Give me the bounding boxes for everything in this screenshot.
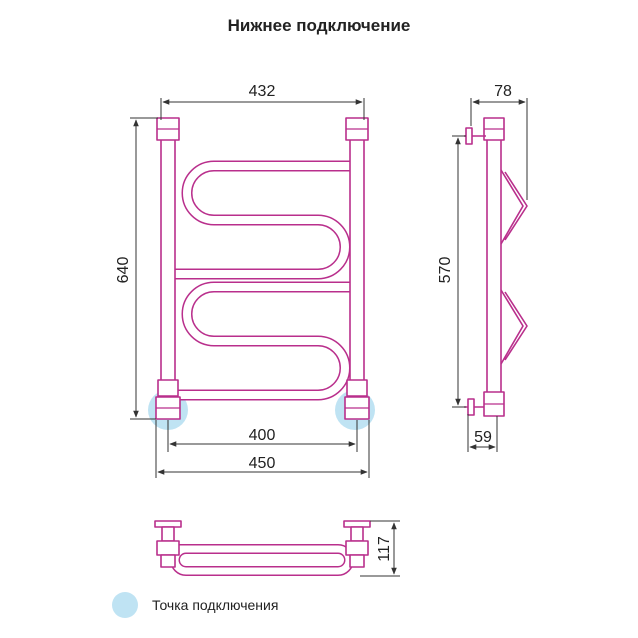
bottom-view (154, 520, 371, 576)
dim-depth-total: 78 (494, 83, 512, 100)
dim-side-offset: 59 (474, 429, 492, 446)
dim-height-total: 640 (115, 257, 132, 284)
dim-width-top: 432 (249, 83, 276, 100)
dim-width-total: 450 (249, 455, 276, 472)
front-view (155, 117, 370, 420)
dim-bottom-depth: 117 (376, 536, 393, 562)
dim-connection-spacing: 400 (249, 427, 276, 444)
bottom-dimensions (360, 520, 400, 577)
left-collector (155, 117, 181, 420)
side-view (464, 117, 528, 417)
serpentine-pipe (168, 160, 356, 401)
side-dimensions (452, 98, 528, 452)
front-dimensions (130, 98, 370, 478)
connection-point-legend-icon (112, 592, 138, 618)
right-collector (344, 117, 370, 420)
page-title: Нижнее подключение (227, 16, 411, 35)
legend-label: Точка подключения (152, 597, 279, 613)
dim-side-height: 570 (437, 257, 454, 284)
legend: Точка подключения (112, 592, 278, 618)
